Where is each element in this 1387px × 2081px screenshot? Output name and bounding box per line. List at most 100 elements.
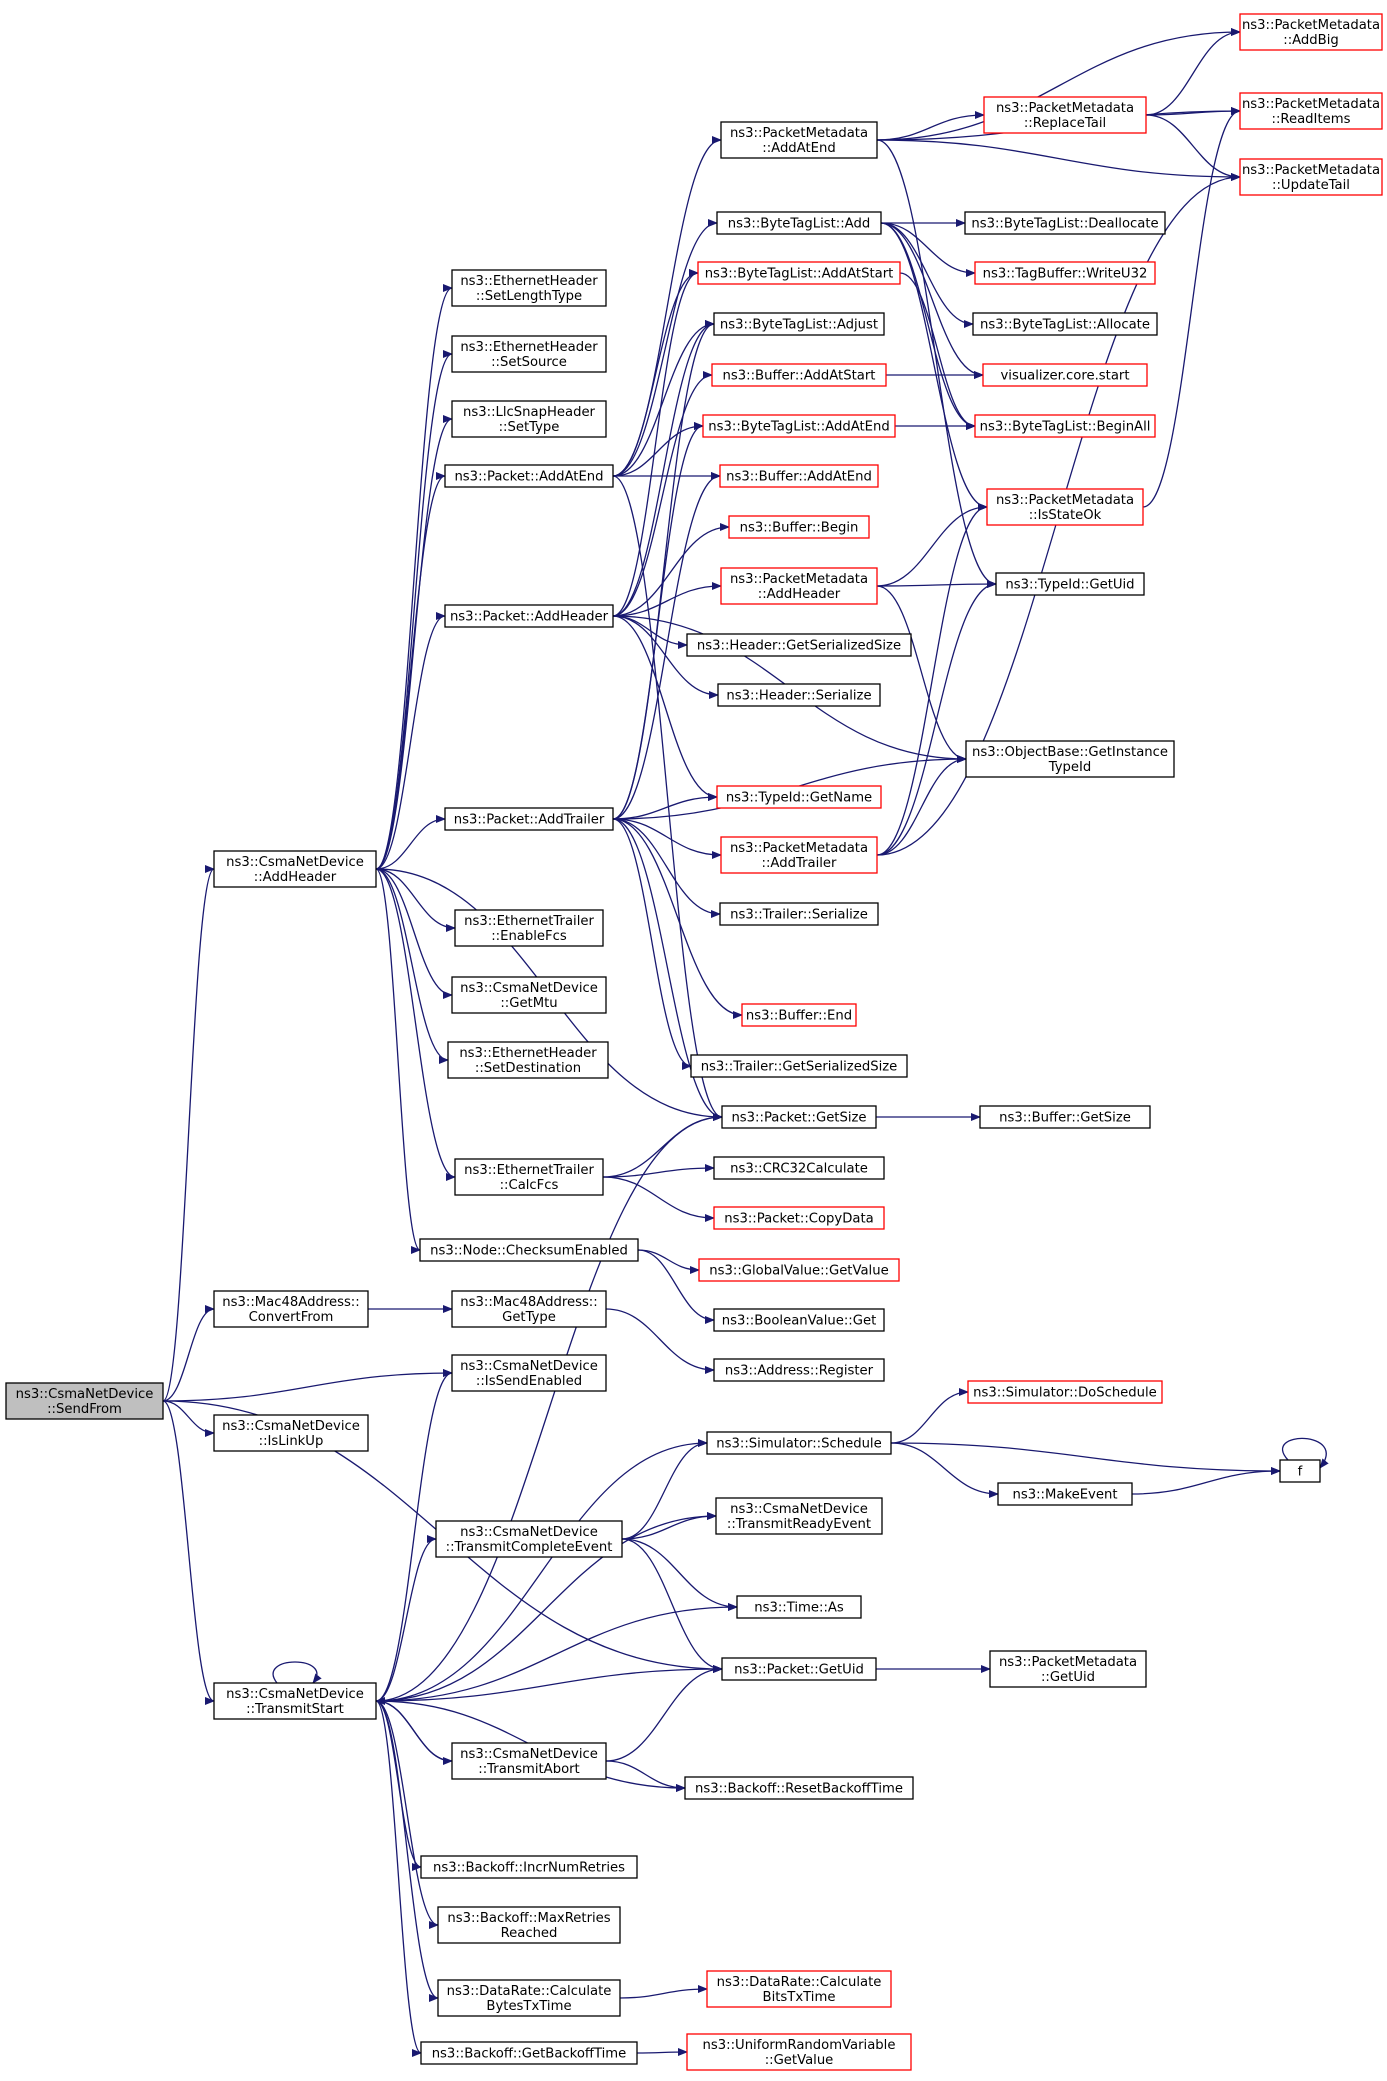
node-sendfrom[interactable]: ns3::CsmaNetDevice::SendFrom	[5, 1382, 164, 1420]
edge-pkt-addtrailer-to-tr-getsize	[612, 818, 692, 1070]
node-btl-beginall[interactable]: ns3::ByteTagList::BeginAll	[974, 414, 1156, 438]
node-box	[437, 1979, 621, 2017]
edge-transmitstart-to-dev-txcomplete	[375, 1535, 437, 1702]
node-btl-add[interactable]: ns3::ByteTagList::Add	[716, 211, 882, 235]
node-pm-readitems[interactable]: ns3::PacketMetadata::ReadItems	[1239, 92, 1383, 130]
node-dev-txready[interactable]: ns3::CsmaNetDevice::TransmitReadyEvent	[715, 1497, 883, 1535]
edge-line	[612, 320, 715, 477]
edge-line	[876, 580, 997, 856]
node-buf-end[interactable]: ns3::Buffer::End	[741, 1003, 857, 1027]
edge-makeevent-to-f	[1131, 1467, 1281, 1495]
node-addheader-dev[interactable]: ns3::CsmaNetDevice::AddHeader	[213, 850, 377, 888]
node-tid-getname[interactable]: ns3::TypeId::GetName	[716, 785, 882, 809]
edge-btl-addatstart-to-btl-beginall	[899, 272, 976, 430]
node-islinkup[interactable]: ns3::CsmaNetDevice::IsLinkUp	[213, 1414, 369, 1452]
node-pm-addbig[interactable]: ns3::PacketMetadata::AddBig	[1239, 13, 1383, 51]
edge-btl-add-to-btl-beginall	[880, 222, 976, 430]
edge-line	[1131, 1467, 1281, 1495]
node-dev-txabort[interactable]: ns3::CsmaNetDevice::TransmitAbort	[451, 1742, 607, 1780]
node-eth-setdest[interactable]: ns3::EthernetHeader::SetDestination	[447, 1041, 609, 1079]
node-hdr-serialize[interactable]: ns3::Header::Serialize	[717, 683, 881, 707]
node-urv-getvalue[interactable]: ns3::UniformRandomVariable::GetValue	[686, 2033, 912, 2071]
edge-mac-gettype-to-addr-register	[605, 1308, 715, 1374]
node-box	[419, 1238, 639, 1262]
node-sim-schedule[interactable]: ns3::Simulator::Schedule	[706, 1431, 892, 1455]
node-pm-getuid[interactable]: ns3::PacketMetadata::GetUid	[989, 1650, 1147, 1688]
node-node-checksum[interactable]: ns3::Node::ChecksumEnabled	[419, 1238, 639, 1262]
node-btl-adjust[interactable]: ns3::ByteTagList::Adjust	[713, 312, 885, 336]
node-tr-serialize[interactable]: ns3::Trailer::Serialize	[719, 902, 879, 926]
edge-node-checksum-to-gv-getvalue	[637, 1249, 700, 1274]
node-makeevent[interactable]: ns3::MakeEvent	[997, 1482, 1133, 1506]
node-label-line: ::SendFrom	[47, 1402, 122, 1417]
node-pkt-addatend[interactable]: ns3::Packet::AddAtEnd	[444, 464, 614, 488]
node-mac-gettype[interactable]: ns3::Mac48Address::GetType	[451, 1290, 607, 1328]
node-btl-addatstart[interactable]: ns3::ByteTagList::AddAtStart	[697, 261, 901, 285]
node-llc-settype[interactable]: ns3::LlcSnapHeader::SetType	[451, 400, 607, 438]
edge-line	[612, 818, 743, 1019]
node-pm-addheader[interactable]: ns3::PacketMetadata::AddHeader	[720, 567, 878, 605]
node-pm-isstateok[interactable]: ns3::PacketMetadata::IsStateOk	[986, 488, 1144, 526]
node-pkt-getsize[interactable]: ns3::Packet::GetSize	[721, 1105, 877, 1129]
node-pm-replacetail[interactable]: ns3::PacketMetadata::ReplaceTail	[983, 96, 1147, 134]
node-pm-addatend[interactable]: ns3::PacketMetadata::AddAtEnd	[720, 121, 878, 159]
node-label-line: ns3::PacketMetadata	[996, 493, 1134, 508]
node-pkt-getuid[interactable]: ns3::Packet::GetUid	[721, 1657, 877, 1681]
edge-line	[375, 1697, 453, 1762]
edge-line	[890, 1442, 1281, 1475]
node-eth-setlen[interactable]: ns3::EthernetHeader::SetLengthType	[451, 269, 607, 307]
node-tid-getuid[interactable]: ns3::TypeId::GetUid	[995, 572, 1145, 596]
node-dev-txcomplete[interactable]: ns3::CsmaNetDevice::TransmitCompleteEven…	[435, 1520, 623, 1558]
node-f[interactable]: f	[1279, 1459, 1321, 1483]
node-pkt-addtrailer[interactable]: ns3::Packet::AddTrailer	[444, 807, 614, 831]
node-label-line: ns3::EthernetTrailer	[464, 914, 594, 929]
node-bv-get[interactable]: ns3::BooleanValue::Get	[713, 1308, 885, 1332]
node-btl-alloc[interactable]: ns3::ByteTagList::Allocate	[972, 312, 1158, 336]
node-ethtr-calcfcs[interactable]: ns3::EthernetTrailer::CalcFcs	[454, 1158, 604, 1196]
node-buf-addatstart[interactable]: ns3::Buffer::AddAtStart	[711, 363, 887, 387]
node-box	[715, 1497, 883, 1535]
node-box	[713, 1358, 885, 1382]
node-buf-begin[interactable]: ns3::Buffer::Begin	[728, 515, 870, 539]
node-sim-doschedule[interactable]: ns3::Simulator::DoSchedule	[967, 1380, 1163, 1404]
node-ethtr-enablefcs[interactable]: ns3::EthernetTrailer::EnableFcs	[454, 909, 604, 947]
edge-line	[375, 1535, 437, 1702]
node-box	[997, 1482, 1133, 1506]
node-buf-addatend[interactable]: ns3::Buffer::AddAtEnd	[719, 464, 879, 488]
node-transmitstart[interactable]: ns3::CsmaNetDevice::TransmitStart	[213, 1682, 377, 1720]
node-addr-register[interactable]: ns3::Address::Register	[713, 1358, 885, 1382]
node-eth-setsrc[interactable]: ns3::EthernetHeader::SetSource	[451, 335, 607, 373]
node-gv-getvalue[interactable]: ns3::GlobalValue::GetValue	[698, 1258, 900, 1282]
edge-line	[876, 139, 1241, 181]
node-tb-writeu32[interactable]: ns3::TagBuffer::WriteU32	[974, 261, 1156, 285]
node-label-line: Reached	[501, 1926, 558, 1941]
node-mac-convert[interactable]: ns3::Mac48Address::ConvertFrom	[213, 1290, 369, 1328]
node-btl-dealloc[interactable]: ns3::ByteTagList::Deallocate	[964, 211, 1166, 235]
node-bo-reset[interactable]: ns3::Backoff::ResetBackoffTime	[684, 1776, 914, 1800]
node-box	[454, 909, 604, 947]
node-dev-issendenabled[interactable]: ns3::CsmaNetDevice::IsSendEnabled	[451, 1354, 607, 1392]
node-dev-getmtu[interactable]: ns3::CsmaNetDevice::GetMtu	[451, 976, 607, 1014]
node-pkt-copydata[interactable]: ns3::Packet::CopyData	[713, 1206, 885, 1230]
node-time-as[interactable]: ns3::Time::As	[736, 1595, 862, 1619]
node-bo-getbackoff[interactable]: ns3::Backoff::GetBackoffTime	[420, 2041, 638, 2065]
node-hdr-getsize[interactable]: ns3::Header::GetSerializedSize	[686, 633, 912, 657]
edge-addheader-dev-to-node-checksum	[375, 868, 421, 1254]
node-viz-start[interactable]: visualizer.core.start	[982, 363, 1148, 387]
edge-dev-txcomplete-to-sim-schedule	[621, 1439, 708, 1540]
node-pm-addtrailer[interactable]: ns3::PacketMetadata::AddTrailer	[720, 836, 878, 874]
node-pkt-addheader[interactable]: ns3::Packet::AddHeader	[444, 604, 614, 628]
node-pm-updatetail[interactable]: ns3::PacketMetadata::UpdateTail	[1239, 158, 1383, 196]
node-label-line: ns3::PacketMetadata	[730, 126, 868, 141]
node-tr-getsize[interactable]: ns3::Trailer::GetSerializedSize	[690, 1054, 908, 1078]
node-crc32[interactable]: ns3::CRC32Calculate	[713, 1156, 885, 1180]
node-bo-incr[interactable]: ns3::Backoff::IncrNumRetries	[420, 1855, 638, 1879]
edge-transmitstart-to-dev-txready	[375, 1512, 717, 1702]
node-btl-addatend[interactable]: ns3::ByteTagList::AddAtEnd	[702, 414, 896, 438]
node-label-line: ::AddHeader	[758, 587, 841, 602]
node-buf-getsize[interactable]: ns3::Buffer::GetSize	[979, 1105, 1151, 1129]
